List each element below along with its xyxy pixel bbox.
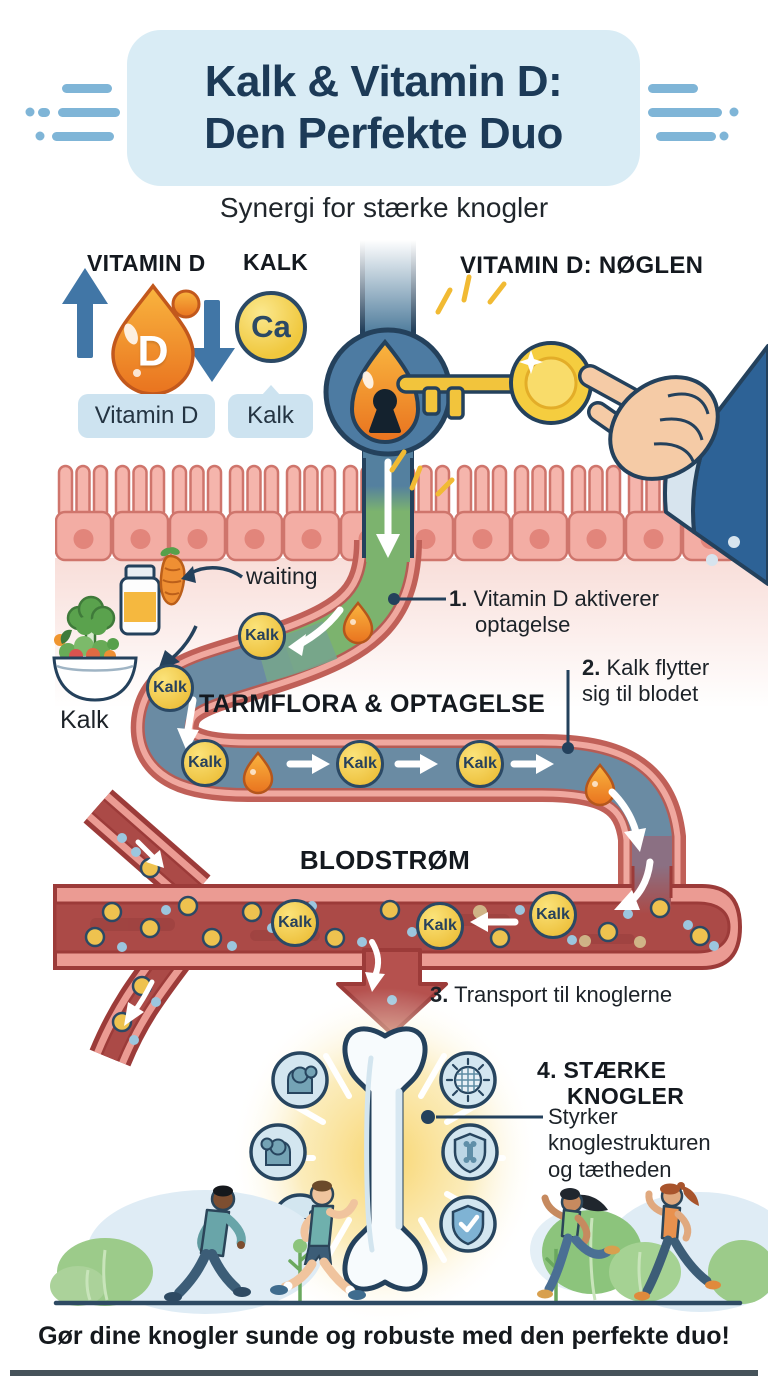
kalk-particle: Kalk xyxy=(238,612,286,660)
step4-description: Styrker knoglestrukturen og tætheden xyxy=(548,1104,711,1182)
bottom-strip xyxy=(10,1370,758,1376)
kalk-particle: Kalk xyxy=(529,891,577,939)
key-icon xyxy=(396,341,593,425)
step2-leader xyxy=(562,670,574,754)
vitamin-d-drop-icon xyxy=(111,283,201,396)
step1-leader xyxy=(388,593,446,605)
step2-text: 2. Kalk flytter sig til blodet xyxy=(582,655,710,707)
jogging-man-figure xyxy=(270,1180,366,1300)
speed-lines-left xyxy=(25,84,120,141)
waiting-arrow xyxy=(181,566,243,583)
biceps-icon xyxy=(287,1065,318,1094)
shield-check-icon xyxy=(451,1204,485,1246)
up-arrow-icon xyxy=(62,268,108,358)
salad-bowl-icon xyxy=(52,629,138,702)
vessel-branch-lower xyxy=(89,942,190,1067)
kalk-particle: Kalk xyxy=(271,899,319,947)
footer-message: Gør dine knogler sunde og robuste med de… xyxy=(38,1322,730,1350)
running-woman-ponytail-figure xyxy=(634,1182,721,1301)
calcium-symbol-circle: Ca xyxy=(235,291,307,363)
down-arrow-icon xyxy=(189,300,235,382)
page-subtitle: Synergi for stærke knogler xyxy=(219,192,549,223)
kalk-particle: Kalk xyxy=(336,740,384,788)
bone-shield-icon xyxy=(453,1132,487,1174)
page-title-line1: Kalk & Vitamin D: xyxy=(204,57,563,107)
kalk-particle: Kalk xyxy=(181,739,229,787)
step1-text: 1. Vitamin D aktiverer optagelse xyxy=(449,586,659,638)
calcium-symbol: Ca xyxy=(251,309,291,344)
page-title-line2: Den Perfekte Duo xyxy=(204,109,563,158)
step4-leader xyxy=(421,1110,543,1124)
walking-man-figure xyxy=(164,1185,251,1302)
running-woman-figure xyxy=(537,1188,620,1299)
flexed-arm-icon xyxy=(260,1137,291,1166)
step4-title: 4. STÆRKE KNOGLER xyxy=(537,1057,685,1110)
food-kalk-label: Kalk xyxy=(60,706,109,734)
kalk-heading: KALK xyxy=(243,249,309,275)
keyhole-bulb xyxy=(323,327,453,458)
waiting-label: waiting xyxy=(246,563,318,589)
vitamin-d-pill: Vitamin D xyxy=(78,394,215,438)
tube-flow-arrows xyxy=(177,606,646,852)
entry-tube xyxy=(360,240,416,340)
blodstrom-heading: BLODSTRØM xyxy=(299,845,471,875)
vessel-flow-arrows xyxy=(124,839,654,1026)
kalk-particle: Kalk xyxy=(146,664,194,712)
sparkle-lines xyxy=(389,274,507,497)
hand-icon xyxy=(578,344,768,586)
step3-text: 3. Transport til knoglerne xyxy=(430,982,673,1007)
drop-symbol: D xyxy=(137,327,169,376)
kalk-particle: Kalk xyxy=(456,740,504,788)
title-box: Kalk & Vitamin D: Den Perfekte Duo xyxy=(127,30,640,186)
bottom-scene xyxy=(50,1180,768,1314)
carrot-icon xyxy=(159,547,186,606)
vitamin-d-heading: VITAMIN D xyxy=(87,250,206,276)
bone-icon xyxy=(342,1026,428,1292)
noeglen-heading: VITAMIN D: NØGLEN xyxy=(460,252,704,279)
kalk-particle: Kalk xyxy=(416,902,464,950)
speed-lines-right xyxy=(648,84,739,141)
kalk-pill: Kalk xyxy=(228,385,313,438)
tarmflora-heading: TARMFLORA & OPTAGELSE xyxy=(198,690,546,718)
supplement-jar-icon xyxy=(119,564,161,636)
